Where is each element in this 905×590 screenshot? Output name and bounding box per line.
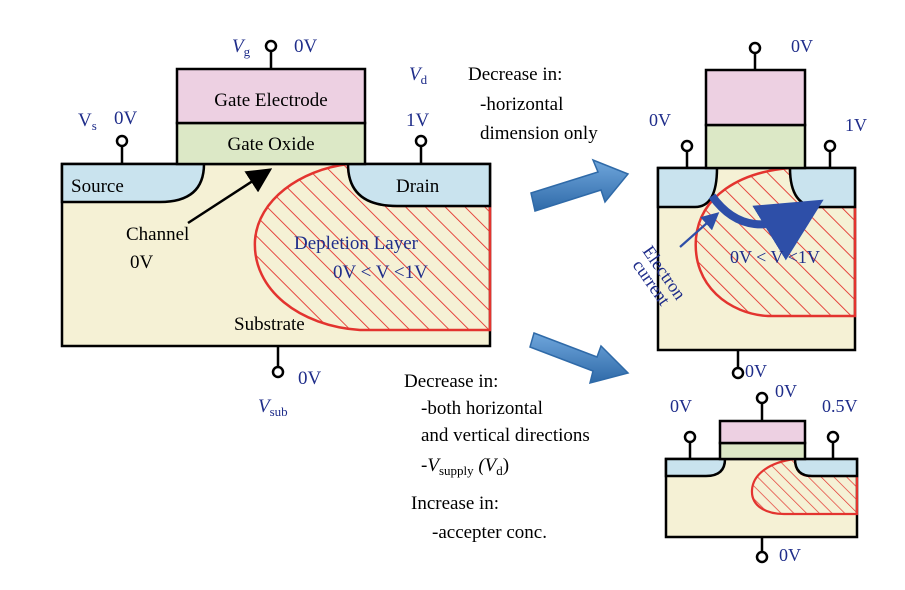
note-both: Decrease in: -both horizontal and vertic… xyxy=(404,371,590,543)
tr-sub-value: 0V xyxy=(745,361,767,381)
svg-text:Increase in:: Increase in: xyxy=(411,493,499,514)
tr-range-label: 0V < V <1V xyxy=(730,247,820,267)
electron-current-arc xyxy=(708,193,824,261)
tr-gate-value: 0V xyxy=(791,36,813,56)
depletion-range: 0V < V <1V xyxy=(333,262,428,283)
vsub-label: Vsub xyxy=(258,396,288,419)
main-transistor: Gate Electrode Gate Oxide Source Drain C… xyxy=(60,36,492,419)
vg-value: 0V xyxy=(294,36,318,57)
gate-oxide-label: Gate Oxide xyxy=(227,134,314,155)
source-label: Source xyxy=(71,176,124,197)
scaling-arrow-horizontal xyxy=(530,158,630,212)
svg-text:dimension only: dimension only xyxy=(480,123,598,144)
electron-pointer xyxy=(679,212,720,248)
vd-label: Vd xyxy=(409,64,428,87)
gate-terminal xyxy=(264,39,278,69)
main-drain-region xyxy=(346,162,492,208)
br-source-region xyxy=(664,457,727,478)
vsub-value: 0V xyxy=(298,368,322,389)
channel-label: Channel xyxy=(126,224,189,245)
bottom-right-transistor: 0V 0V 0.5V 0V xyxy=(664,381,859,565)
depletion-label: Depletion Layer xyxy=(294,233,419,254)
vs-label: Vs xyxy=(78,110,97,133)
svg-text:-accepter conc.: -accepter conc. xyxy=(432,522,547,543)
svg-text:Decrease in:: Decrease in: xyxy=(468,64,562,85)
channel-pointer-arrow xyxy=(187,168,273,225)
br-drain-terminal xyxy=(826,430,840,459)
tr-substrate-terminal xyxy=(731,350,745,380)
tr-drain-region xyxy=(788,166,857,209)
vs-value: 0V xyxy=(114,108,138,129)
main-source-region xyxy=(60,162,206,204)
tr-source-region xyxy=(656,166,719,209)
svg-text:-Vsupply (Vd): -Vsupply (Vd) xyxy=(421,455,509,478)
substrate-terminal xyxy=(271,346,285,379)
svg-text:-both horizontal: -both horizontal xyxy=(421,398,543,419)
svg-text:and vertical directions: and vertical directions xyxy=(421,425,590,446)
main-gate-oxide xyxy=(175,121,367,166)
tr-source-value: 0V xyxy=(649,110,671,130)
br-gate-value: 0V xyxy=(775,381,797,401)
br-source-value: 0V xyxy=(670,396,692,416)
svg-text:-horizontal: -horizontal xyxy=(480,94,563,115)
drain-label: Drain xyxy=(396,176,440,197)
source-terminal xyxy=(115,134,129,164)
br-drain-value: 0.5V xyxy=(822,396,858,416)
br-drain-region xyxy=(793,457,859,478)
tr-gate-electrode xyxy=(704,68,807,127)
gate-electrode-label: Gate Electrode xyxy=(214,90,327,111)
tr-source-terminal xyxy=(680,139,694,168)
vd-value: 1V xyxy=(406,110,430,131)
tr-drain-terminal xyxy=(823,139,837,168)
vg-label: Vg xyxy=(232,36,251,59)
note-horizontal: Decrease in: -horizontal dimension only xyxy=(468,64,598,144)
br-sub-value: 0V xyxy=(779,545,801,565)
br-gate-oxide xyxy=(718,441,807,461)
br-gate-electrode xyxy=(718,419,807,445)
tr-gate-terminal xyxy=(748,41,762,70)
svg-text:Decrease in:: Decrease in: xyxy=(404,371,498,392)
br-source-terminal xyxy=(683,430,697,459)
top-right-transistor: Electron current 0V < V <1V 0V 0V 1V 0V xyxy=(629,36,867,381)
scaling-arrow-both xyxy=(529,332,630,385)
tr-drain-value: 1V xyxy=(845,115,867,135)
drain-terminal xyxy=(414,134,428,164)
br-gate-terminal xyxy=(755,391,769,421)
tr-gate-oxide xyxy=(704,123,807,170)
br-substrate-terminal xyxy=(755,537,769,564)
substrate-label: Substrate xyxy=(234,314,305,335)
channel-voltage: 0V xyxy=(130,252,154,273)
